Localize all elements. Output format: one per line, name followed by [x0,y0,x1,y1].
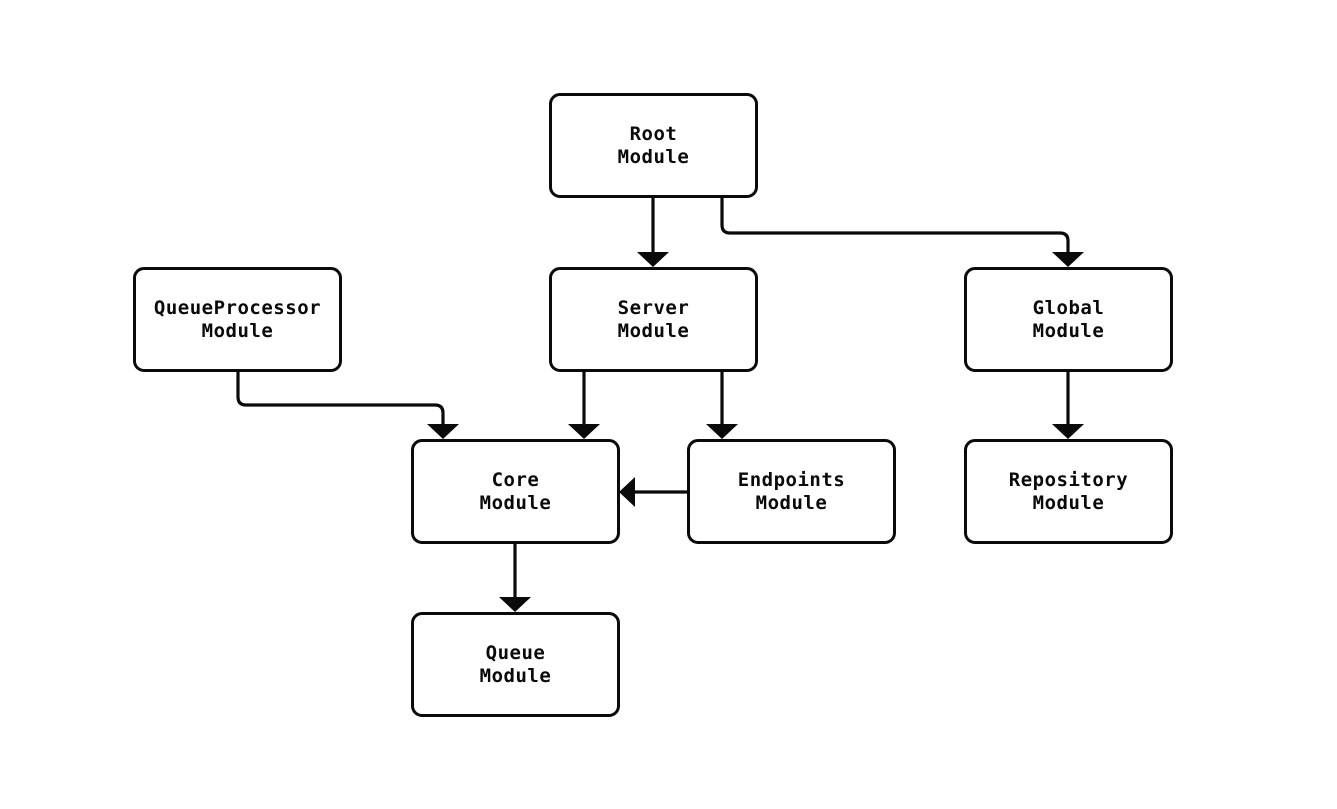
node-core-module: Core Module [411,439,620,544]
edge-core-queue [499,544,531,612]
node-endpoints-module: Endpoints Module [687,439,896,544]
edge-root-server [637,198,669,267]
edge-queueprocessor-core [236,372,459,439]
node-root-module: Root Module [549,93,758,198]
node-server-module: Server Module [549,267,758,372]
node-queueprocessor-module-label: QueueProcessor Module [153,296,322,342]
node-root-module-label: Root Module [617,122,690,168]
node-server-module-label: Server Module [617,296,690,342]
node-queue-module-label: Queue Module [479,641,552,687]
node-queueprocessor-module: QueueProcessor Module [133,267,342,372]
edge-server-core [568,372,600,439]
node-global-module-label: Global Module [1032,296,1105,342]
node-endpoints-module-label: Endpoints Module [737,468,846,514]
edge-endpoints-core [619,477,687,507]
edge-global-repository [1052,372,1084,439]
node-queue-module: Queue Module [411,612,620,717]
node-repository-module: Repository Module [964,439,1173,544]
node-repository-module-label: Repository Module [1008,468,1129,514]
node-global-module: Global Module [964,267,1173,372]
node-core-module-label: Core Module [479,468,552,514]
edge-root-global [720,198,1084,267]
edge-server-endpoints [706,372,738,439]
